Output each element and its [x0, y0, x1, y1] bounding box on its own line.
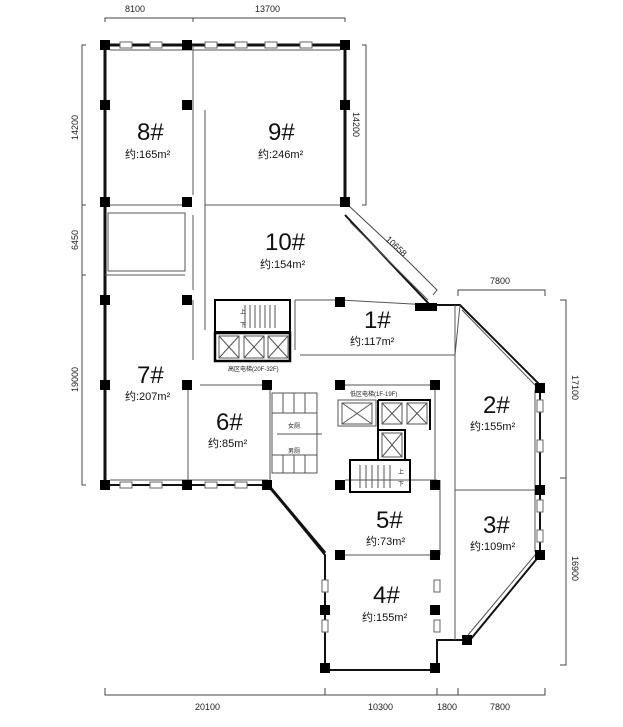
structural-columns	[100, 40, 545, 673]
exterior-walls	[103, 43, 541, 671]
low-elevator-label: 低区电梯(1F-19F)	[350, 390, 397, 398]
low-stair-up-label: 上	[398, 468, 404, 476]
men-restroom-label: 男厕	[288, 448, 300, 455]
dim-bottom-3: 1800	[437, 702, 457, 712]
unit-6-area: 约:85m²	[208, 437, 247, 450]
low-elevator-core: 上 下	[337, 399, 431, 493]
restrooms: 女厕 男厕	[271, 392, 322, 474]
dim-top-2: 13700	[255, 4, 280, 14]
high-elevator-label: 高区电梯(20F-32F)	[228, 365, 279, 373]
dim-left-3: 19000	[70, 367, 80, 392]
dim-bottom-4: 7800	[490, 702, 510, 712]
unit-4-area: 约:155m²	[362, 611, 408, 624]
dim-bottom-2: 10300	[368, 702, 393, 712]
dim-diagonal: 10658	[384, 234, 409, 258]
dim-top-1: 8100	[125, 4, 145, 14]
low-stair-down-label: 下	[398, 481, 404, 488]
windows	[119, 41, 544, 633]
unit-8-area: 约:165m²	[125, 148, 171, 161]
unit-7-area: 约:207m²	[125, 390, 171, 403]
dim-left-1: 14200	[70, 115, 80, 140]
unit-6-number: 6#	[216, 409, 243, 436]
unit-3-area: 约:109m²	[470, 540, 516, 553]
dim-left-2: 6450	[70, 230, 80, 250]
dim-right-1: 17100	[570, 375, 580, 400]
high-elevator-core: 上 下 高区电梯(20F-32F)	[213, 299, 292, 373]
high-stair-down-label: 下	[240, 322, 246, 329]
dim-right-top: 7800	[490, 276, 510, 286]
unit-labels: 8# 约:165m² 9# 约:246m² 10# 约:154m² 1# 约:1…	[125, 119, 516, 624]
unit-2-number: 2#	[483, 392, 510, 419]
unit-1-number: 1#	[364, 307, 391, 334]
dim-right-2: 16900	[570, 556, 580, 581]
dimension-lines	[81, 17, 567, 696]
unit-9-area: 约:246m²	[258, 148, 304, 161]
unit-2-area: 约:155m²	[470, 420, 516, 433]
unit-10-number: 10#	[265, 229, 306, 256]
unit-8-number: 8#	[137, 119, 164, 146]
unit-4-number: 4#	[373, 582, 400, 609]
unit-5-area: 约:73m²	[366, 535, 405, 548]
unit-7-number: 7#	[137, 362, 164, 389]
unit-5-number: 5#	[376, 507, 403, 534]
unit-10-area: 约:154m²	[260, 258, 306, 271]
unit-9-number: 9#	[268, 119, 295, 146]
unit-3-number: 3#	[483, 512, 510, 539]
dim-bottom-1: 20100	[195, 702, 220, 712]
women-restroom-label: 女厕	[288, 422, 300, 430]
dim-right-inner: 14200	[351, 112, 361, 137]
high-stair-up-label: 上	[240, 308, 246, 316]
unit-1-area: 约:117m²	[350, 335, 395, 348]
